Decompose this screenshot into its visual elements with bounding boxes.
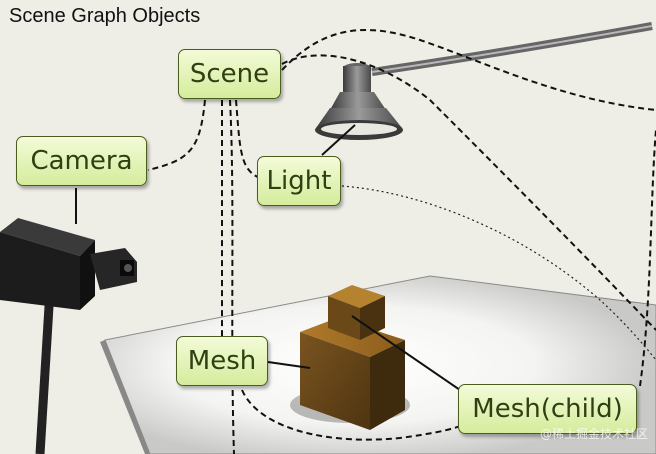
camera-node[interactable]: Camera: [16, 136, 147, 186]
watermark: @稀土掘金技术社区: [540, 425, 648, 442]
mesh-node[interactable]: Mesh: [176, 336, 268, 386]
edge-scene-camera: [148, 100, 205, 170]
light-node[interactable]: Light: [257, 156, 341, 206]
scene-node[interactable]: Scene: [178, 49, 281, 99]
spotlight-icon: [315, 26, 652, 140]
diagram-title: Scene Graph Objects: [9, 5, 200, 28]
camera-icon: [0, 218, 137, 454]
